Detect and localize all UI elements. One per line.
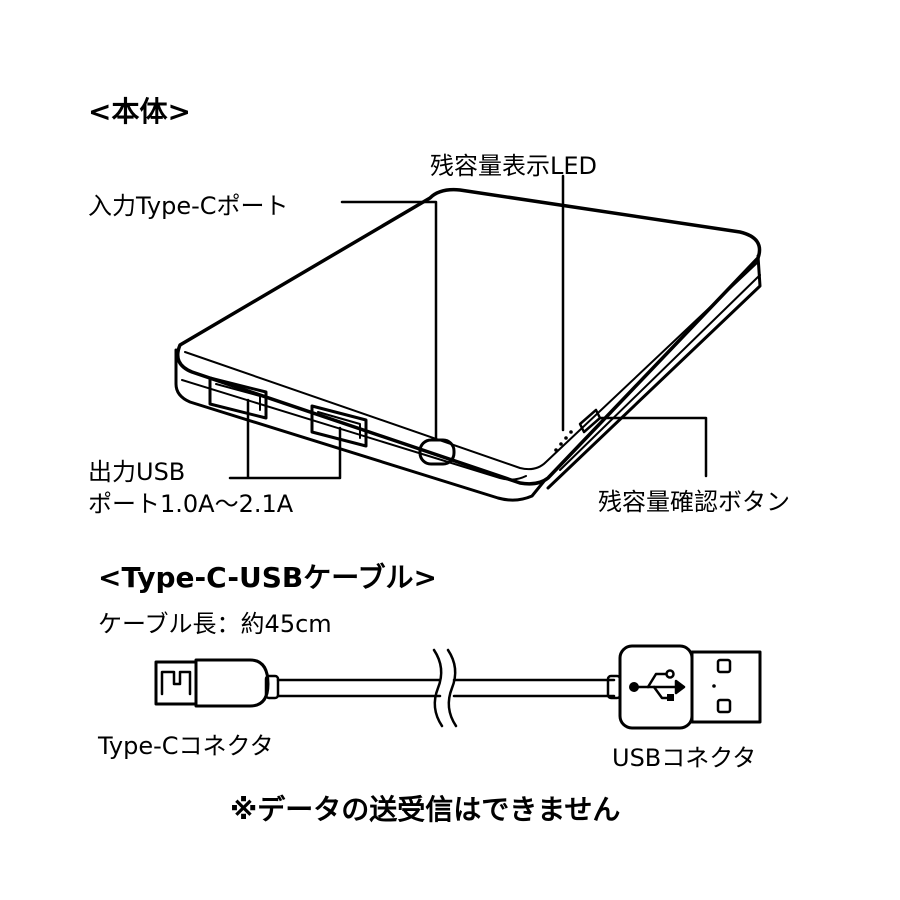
check-button-label: 残容量確認ボタン: [598, 488, 790, 516]
body-section-heading: <本体>: [88, 95, 191, 128]
leader-output-ports: [230, 400, 340, 478]
cable-break: [434, 650, 456, 726]
led-label: 残容量表示LED: [430, 152, 598, 180]
usb-connector-label: USBコネクタ: [612, 744, 757, 772]
cable-illustration: [156, 646, 760, 728]
leader-lines: [230, 176, 706, 478]
leader-check-button: [600, 418, 706, 476]
usb-port-1: [210, 378, 266, 418]
typec-connector-label: Type-Cコネクタ: [98, 732, 274, 760]
usb-symbol-icon: [629, 671, 684, 701]
cable-section-heading: <Type-C-USBケーブル>: [98, 561, 437, 594]
usb-plug: [608, 646, 760, 728]
cable-wire: [278, 680, 614, 696]
cable-length-label: ケーブル長：約45cm: [98, 610, 332, 638]
power-bank-front-side: [176, 350, 545, 500]
usb-port-2: [312, 406, 366, 446]
output-port-label-line2: ポート1.0A〜2.1A: [88, 490, 294, 518]
led-indicators: [554, 430, 573, 452]
power-bank-illustration: [176, 190, 760, 500]
power-bank-top-face: [178, 190, 760, 484]
leader-input-port: [342, 202, 436, 440]
output-port-label-line1: 出力USB: [88, 458, 186, 486]
power-bank-right-side: [548, 256, 760, 488]
input-port-label: 入力Type-Cポート: [88, 192, 289, 220]
typec-plug: [156, 660, 278, 706]
data-transfer-note: ※データの送受信はできません: [230, 793, 621, 826]
